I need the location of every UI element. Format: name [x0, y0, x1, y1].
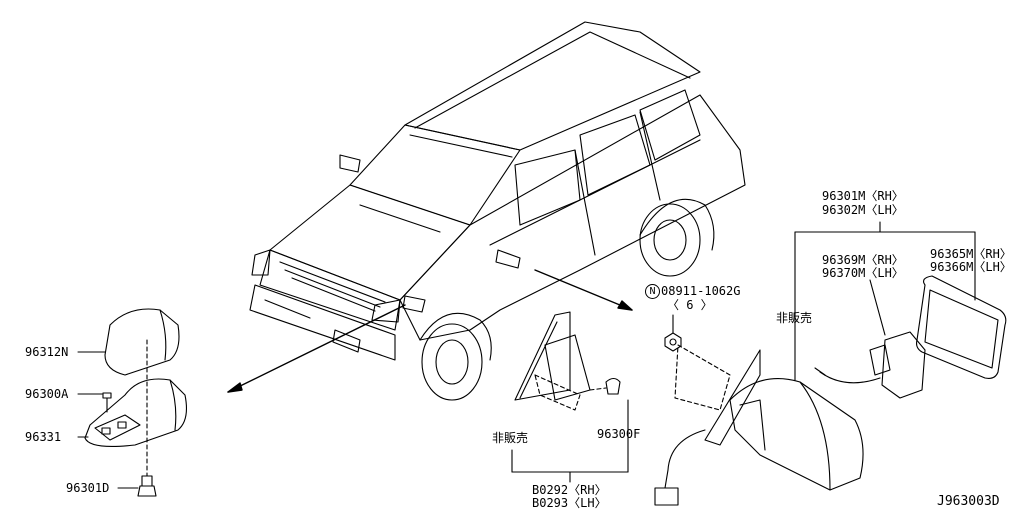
label-96369M: 96369M〈RH〉: [822, 253, 904, 267]
label-08911-1062G: 08911-1062G: [661, 284, 741, 298]
label-96300A: 96300A: [25, 387, 69, 401]
label-96300F: 96300F: [597, 427, 641, 441]
label-96302M: 96302M〈LH〉: [822, 203, 904, 217]
label-B0293: B0293〈LH〉: [532, 496, 607, 510]
label-B0292: B0292〈RH〉: [532, 483, 607, 497]
mirror-cover-assembly: [77, 308, 187, 497]
corner-finisher: [511, 311, 629, 483]
label-96366M: 96366M〈LH〉: [930, 260, 1012, 274]
label-96370M: 96370M〈LH〉: [822, 266, 904, 280]
vehicle-illustration: [249, 21, 746, 401]
callout-arrows: [227, 269, 633, 393]
diagram-id: J963003D: [937, 494, 1000, 509]
label-96312N: 96312N: [25, 345, 69, 359]
label-96331: 96331: [25, 430, 62, 444]
door-mirror-assembly: [654, 221, 1007, 506]
label-96365M: 96365M〈RH〉: [930, 247, 1012, 261]
label-nut-qty: 〈 6 〉: [667, 298, 713, 312]
label-not-sold-finisher: 非販売: [492, 431, 529, 445]
label-96301M: 96301M〈RH〉: [822, 189, 904, 203]
label-96301D: 96301D: [66, 481, 110, 495]
nut-symbol: N: [645, 284, 660, 299]
label-not-sold-mirror: 非販売: [776, 311, 813, 325]
